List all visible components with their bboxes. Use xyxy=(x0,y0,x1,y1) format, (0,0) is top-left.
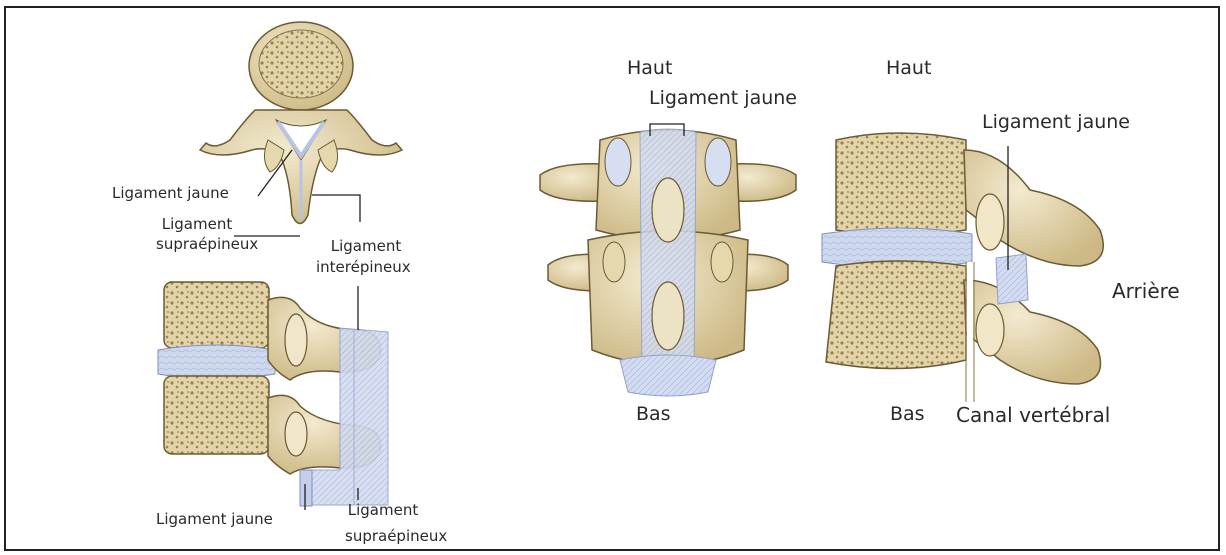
top-view-vertebra xyxy=(200,22,402,224)
label-ligament-jaune-top: Ligament jaune xyxy=(112,185,229,202)
label-haut-right: Haut xyxy=(886,58,931,79)
label-canal-vertebral: Canal vertébral xyxy=(956,404,1110,426)
label-ligament-supraepineux-top-line2: supraépineux xyxy=(156,236,258,253)
label-ligament-interepineux-line1: Ligament xyxy=(318,238,414,255)
posterior-view-vertebrae xyxy=(540,124,796,396)
label-bas-right: Bas xyxy=(890,404,925,425)
label-ligament-supraepineux-top-line1: Ligament xyxy=(156,216,238,233)
label-ligament-jaune-middle: Ligament jaune xyxy=(649,88,797,109)
label-ligament-interepineux-line2: interépineux xyxy=(316,259,411,276)
lateral-view-vertebrae xyxy=(822,133,1103,402)
label-bas-middle: Bas xyxy=(636,404,671,425)
label-ligament-jaune-right: Ligament jaune xyxy=(982,112,1130,133)
label-ligament-jaune-side: Ligament jaune xyxy=(156,511,273,528)
side-view-vertebrae xyxy=(158,282,388,506)
label-haut-middle: Haut xyxy=(627,58,672,79)
label-ligament-supraepineux-side-line2: supraépineux xyxy=(345,528,447,545)
label-arriere: Arrière xyxy=(1112,280,1180,302)
label-ligament-supraepineux-side-line1: Ligament xyxy=(342,502,424,519)
